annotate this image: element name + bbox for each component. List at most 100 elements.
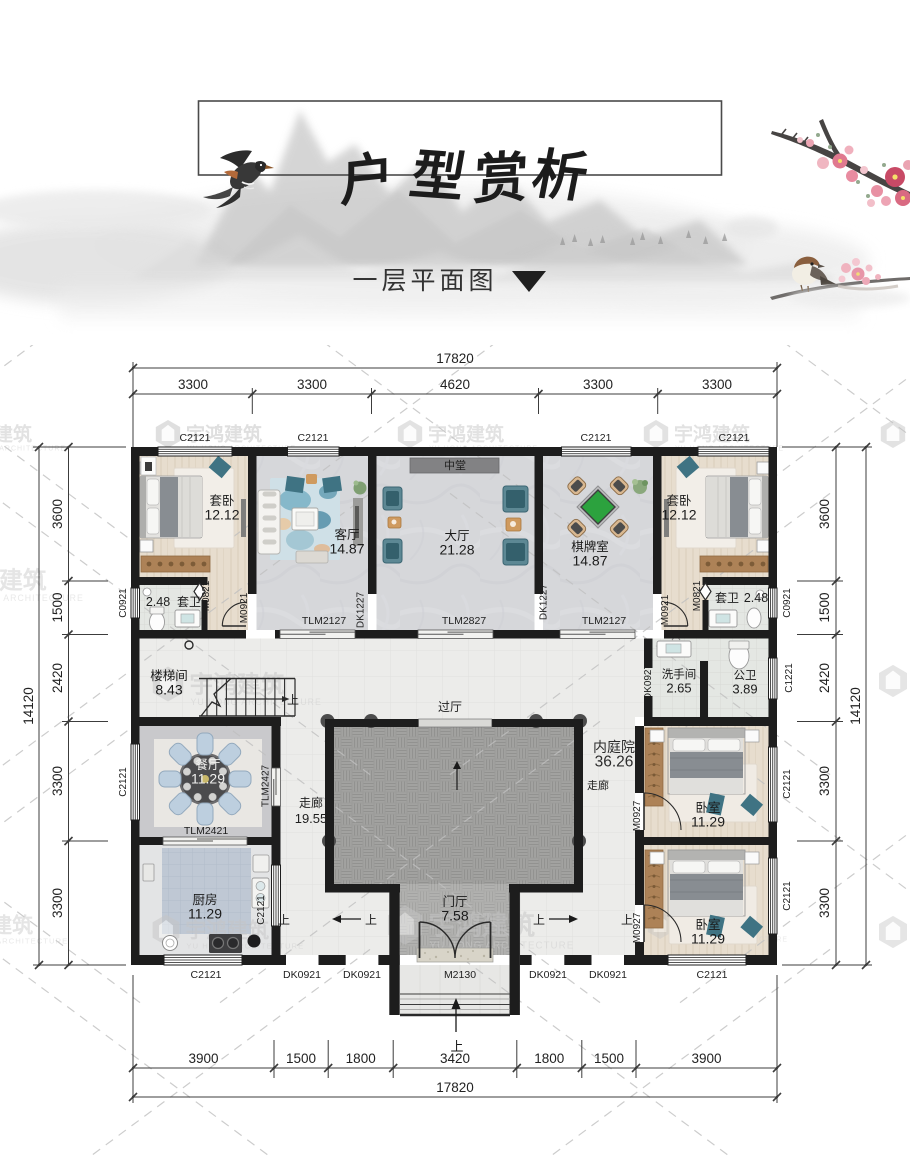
svg-text:宇鸿建筑: 宇鸿建筑 (0, 423, 32, 446)
svg-text:C2121: C2121 (782, 769, 793, 799)
svg-text:上: 上 (278, 913, 290, 927)
svg-text:走廊: 走廊 (587, 778, 609, 792)
svg-text:3420: 3420 (440, 1051, 470, 1066)
svg-text:卧室: 卧室 (695, 800, 720, 815)
svg-text:DK0921: DK0921 (529, 969, 567, 981)
svg-text:走廊: 走廊 (299, 795, 323, 810)
svg-text:餐厅: 餐厅 (195, 757, 220, 772)
svg-text:门厅: 门厅 (442, 894, 467, 909)
svg-text:14.87: 14.87 (572, 553, 607, 569)
svg-text:3300: 3300 (178, 377, 208, 392)
svg-text:M0821: M0821 (201, 580, 212, 611)
svg-text:1500: 1500 (286, 1051, 316, 1066)
svg-text:套卧: 套卧 (666, 493, 691, 508)
svg-text:3600: 3600 (817, 499, 832, 529)
svg-text:公卫: 公卫 (734, 669, 757, 682)
svg-text:宇鸿建筑: 宇鸿建筑 (428, 423, 504, 446)
svg-text:YU HONG ARCHITECTURE: YU HONG ARCHITECTURE (0, 446, 66, 453)
svg-text:11.29: 11.29 (188, 906, 222, 922)
svg-text:一层平面图: 一层平面图 (352, 267, 497, 295)
svg-text:洗手间: 洗手间 (662, 667, 697, 681)
svg-text:C1221: C1221 (784, 663, 795, 693)
svg-text:3900: 3900 (188, 1051, 218, 1066)
svg-text:C2121: C2121 (118, 767, 129, 797)
svg-text:17820: 17820 (436, 1080, 474, 1095)
svg-text:M2130: M2130 (444, 969, 476, 981)
svg-text:3300: 3300 (817, 766, 832, 796)
svg-text:DK0927: DK0927 (643, 663, 654, 700)
svg-text:8.43: 8.43 (155, 682, 182, 698)
svg-text:棋牌室: 棋牌室 (571, 539, 609, 554)
svg-text:1500: 1500 (594, 1051, 624, 1066)
svg-text:21.28: 21.28 (439, 542, 474, 558)
svg-text:套卧: 套卧 (209, 493, 234, 508)
svg-text:上: 上 (621, 913, 633, 927)
svg-text:C2121: C2121 (719, 432, 750, 444)
svg-text:大厅: 大厅 (444, 529, 469, 543)
svg-text:DK1227: DK1227 (356, 591, 367, 628)
svg-text:YU HONG ARCHITECTURE: YU HONG ARCHITECTURE (0, 936, 68, 945)
svg-text:C2121: C2121 (180, 432, 211, 444)
svg-text:C0921: C0921 (782, 588, 793, 618)
svg-text:3300: 3300 (583, 377, 613, 392)
svg-text:C2121: C2121 (256, 895, 267, 925)
svg-text:型: 型 (406, 145, 470, 208)
svg-text:17820: 17820 (436, 351, 474, 366)
svg-text:14120: 14120 (21, 687, 36, 725)
svg-text:内庭院: 内庭院 (593, 739, 635, 755)
svg-text:YU HONG ARCHITECTURE: YU HONG ARCHITECTURE (0, 593, 84, 603)
svg-text:12.12: 12.12 (204, 507, 239, 523)
svg-text:4620: 4620 (440, 377, 470, 392)
svg-text:3300: 3300 (50, 888, 65, 918)
svg-text:3300: 3300 (50, 766, 65, 796)
svg-text:1500: 1500 (50, 592, 65, 622)
svg-text:赏: 赏 (472, 148, 529, 211)
svg-text:上: 上 (533, 913, 545, 927)
svg-text:套卫: 套卫 (177, 595, 201, 609)
svg-text:中堂: 中堂 (444, 459, 466, 472)
svg-text:C2121: C2121 (191, 969, 222, 981)
svg-text:2.65: 2.65 (666, 681, 691, 696)
svg-text:M0927: M0927 (632, 912, 643, 943)
svg-text:2420: 2420 (50, 663, 65, 693)
svg-text:11.29: 11.29 (191, 771, 225, 787)
svg-text:上: 上 (450, 1039, 463, 1054)
svg-text:3900: 3900 (691, 1051, 721, 1066)
svg-text:卧室: 卧室 (695, 917, 720, 932)
svg-text:2.48: 2.48 (146, 595, 170, 609)
svg-text:3.89: 3.89 (732, 682, 757, 697)
svg-text:3600: 3600 (50, 499, 65, 529)
svg-text:7.58: 7.58 (441, 908, 468, 924)
svg-text:TLM2827: TLM2827 (442, 615, 487, 627)
svg-text:3300: 3300 (702, 377, 732, 392)
svg-text:楼梯间: 楼梯间 (150, 668, 188, 683)
svg-text:过厅: 过厅 (438, 700, 462, 714)
svg-text:C0921: C0921 (118, 588, 129, 618)
svg-text:上: 上 (365, 913, 377, 927)
svg-text:TLM2127: TLM2127 (302, 615, 347, 627)
svg-text:1800: 1800 (346, 1051, 376, 1066)
svg-text:M0927: M0927 (632, 800, 643, 831)
svg-text:DK1227: DK1227 (539, 583, 550, 620)
svg-text:TLM2421: TLM2421 (184, 825, 229, 837)
svg-text:DK0921: DK0921 (343, 969, 381, 981)
svg-text:2420: 2420 (817, 663, 832, 693)
svg-text:C2121: C2121 (298, 432, 329, 444)
svg-text:12.12: 12.12 (661, 507, 696, 523)
svg-text:1500: 1500 (817, 592, 832, 622)
svg-text:户: 户 (340, 147, 394, 213)
svg-text:厨房: 厨房 (192, 892, 217, 907)
svg-text:TLM2127: TLM2127 (582, 615, 627, 627)
svg-text:套卫: 套卫 (715, 591, 739, 605)
svg-text:3300: 3300 (817, 888, 832, 918)
svg-text:C2121: C2121 (581, 432, 612, 444)
svg-text:M0821: M0821 (692, 580, 703, 611)
svg-text:11.29: 11.29 (691, 814, 725, 830)
svg-text:宇鸿建筑: 宇鸿建筑 (674, 423, 750, 446)
svg-text:宇鸿建筑: 宇鸿建筑 (186, 423, 262, 446)
svg-text:DK0921: DK0921 (283, 969, 321, 981)
svg-text:M0921: M0921 (239, 592, 250, 623)
svg-text:36.26: 36.26 (595, 754, 634, 771)
svg-text:客厅: 客厅 (334, 527, 359, 542)
svg-text:宇鸿建筑: 宇鸿建筑 (0, 913, 33, 937)
